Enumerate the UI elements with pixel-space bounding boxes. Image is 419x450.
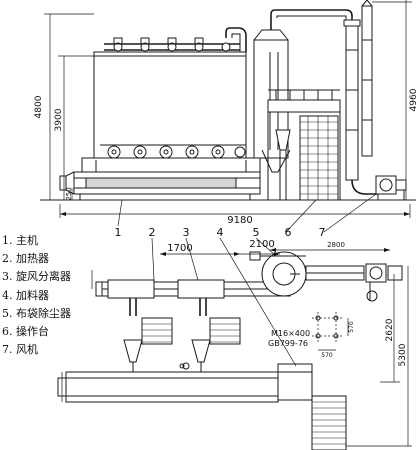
dim-4960-label: 4960 xyxy=(409,88,419,111)
plan-horizontal-duct xyxy=(95,279,291,299)
dim-3900-label: 3900 xyxy=(54,108,64,131)
fan-unit-top xyxy=(370,175,410,201)
dim-570-horiz-label: 570 xyxy=(321,352,333,359)
bolt-spec-label: M16×400 xyxy=(271,329,310,338)
dimension-lines-bottom xyxy=(91,252,412,447)
dim-250-label: 250 xyxy=(65,187,73,200)
plan-cyclone xyxy=(249,248,403,302)
plan-heaters xyxy=(123,298,241,372)
legend-item: 3. 旋风分离器 xyxy=(2,270,71,284)
callout-6: 6 xyxy=(285,226,292,239)
dim-570-vert-label: 570 xyxy=(348,321,355,333)
callout-7: 7 xyxy=(319,226,326,239)
callout-leaders-top xyxy=(117,193,377,233)
cyclone-column xyxy=(253,9,353,173)
legend-item: 6. 操作台 xyxy=(2,325,49,339)
bag-filter-tower xyxy=(343,0,378,195)
dim-9180-label: 9180 xyxy=(227,215,252,226)
dim-5300-label: 5300 xyxy=(398,343,408,366)
parts-legend: 1. 主机 2. 加热器 3. 旋风分离器 4. 加料器 5. 布袋除尘器 6.… xyxy=(2,232,71,359)
legend-item: 1. 主机 xyxy=(2,234,38,247)
dim-2100-label: 2100 xyxy=(249,239,274,250)
anchor-bolt-detail xyxy=(312,312,349,351)
dim-2620-label: 2620 xyxy=(385,318,395,341)
legend-item: 5. 布袋除尘器 xyxy=(2,306,71,320)
legend-item: 2. 加热器 xyxy=(2,252,49,266)
callout-4: 4 xyxy=(217,226,224,239)
dim-4800-label: 4800 xyxy=(34,95,44,118)
plan-main-chamber xyxy=(57,363,313,403)
bolt-std-label: GB799-76 xyxy=(268,339,308,348)
callout-leaders-bottom xyxy=(151,237,297,367)
main-dryer-body xyxy=(59,27,268,201)
callout-5: 5 xyxy=(253,226,260,239)
operating-platform xyxy=(267,89,341,201)
dimension-lines-top xyxy=(44,0,412,218)
callout-1: 1 xyxy=(115,226,122,239)
callout-3: 3 xyxy=(183,226,190,239)
dim-2800-label: 2800 xyxy=(327,241,345,249)
dim-1700-label: 1700 xyxy=(167,243,192,254)
plan-stairs xyxy=(311,395,347,450)
callout-2: 2 xyxy=(149,226,156,239)
legend-item: 7. 风机 xyxy=(2,343,38,357)
legend-item: 4. 加料器 xyxy=(2,288,49,302)
